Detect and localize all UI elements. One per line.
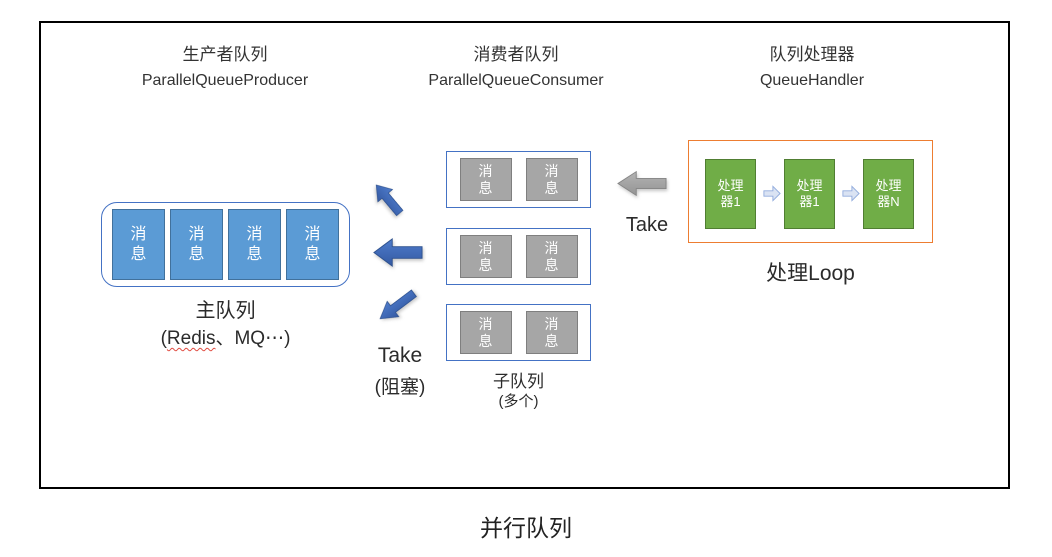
diagram-title: 并行队列 bbox=[480, 515, 572, 541]
flow-arrow-icon bbox=[763, 185, 781, 202]
sub-queue-message-box: 消息 bbox=[525, 158, 578, 201]
sub-queue-message-box: 消息 bbox=[459, 311, 512, 354]
message-label: 消息 bbox=[188, 225, 205, 263]
flow-arrow-icon bbox=[842, 185, 860, 202]
sub-queue-label: 子队列 bbox=[493, 372, 544, 391]
sublabel-open-paren: ( bbox=[160, 328, 167, 349]
sub-queue-sublabel: (多个) bbox=[498, 393, 539, 410]
message-label: 消息 bbox=[246, 225, 263, 263]
main-queue-label: 主队列 bbox=[195, 300, 256, 322]
processor-label: 处理器1 bbox=[796, 178, 823, 209]
sub-queue-message-box: 消息 bbox=[525, 311, 578, 354]
main-queue-message-box: 消息 bbox=[228, 209, 281, 280]
header-consumer-queue: 消费者队列 ParallelQueueConsumer bbox=[366, 44, 666, 91]
message-label: 消息 bbox=[544, 239, 559, 273]
header-handler-en: QueueHandler bbox=[759, 72, 865, 89]
message-label: 消息 bbox=[478, 162, 493, 196]
sub-queue-row: 消息 消息 bbox=[446, 304, 591, 361]
sub-queue-message-box: 消息 bbox=[525, 235, 578, 278]
sublabel-rest: 、MQ⋯) bbox=[215, 328, 291, 349]
sub-queue-message-box: 消息 bbox=[459, 235, 512, 278]
processor-box: 处理器N bbox=[863, 159, 914, 229]
left-arrow-icon bbox=[373, 284, 421, 328]
take-label: Take bbox=[625, 214, 669, 236]
main-queue-message-box: 消息 bbox=[170, 209, 223, 280]
header-handler-zh: 队列处理器 bbox=[769, 45, 855, 64]
left-arrow-icon bbox=[367, 177, 408, 220]
message-label: 消息 bbox=[130, 225, 147, 263]
redis-word: Redis bbox=[166, 328, 216, 349]
main-queue-message-box: 消息 bbox=[112, 209, 165, 280]
message-label: 消息 bbox=[544, 162, 559, 196]
header-queue-handler: 队列处理器 QueueHandler bbox=[662, 44, 962, 91]
sub-queue-row: 消息 消息 bbox=[446, 228, 591, 285]
header-producer-queue: 生产者队列 ParallelQueueProducer bbox=[75, 44, 375, 91]
main-queue-message-box: 消息 bbox=[286, 209, 339, 280]
main-queue-sublabel: (Redis、MQ⋯) bbox=[101, 323, 350, 350]
sub-queue-row: 消息 消息 bbox=[446, 151, 591, 208]
processor-label: 处理器N bbox=[875, 178, 902, 209]
processor-box: 处理器1 bbox=[784, 159, 835, 229]
header-producer-zh: 生产者队列 bbox=[182, 45, 268, 64]
header-producer-en: ParallelQueueProducer bbox=[141, 72, 309, 89]
sub-queue-message-box: 消息 bbox=[459, 158, 512, 201]
queue-handler-container: 处理器1 处理器1 处理器N bbox=[688, 140, 933, 243]
message-label: 消息 bbox=[544, 315, 559, 349]
message-label: 消息 bbox=[478, 315, 493, 349]
message-label: 消息 bbox=[478, 239, 493, 273]
processor-label: 处理器1 bbox=[717, 178, 744, 209]
header-consumer-zh: 消费者队列 bbox=[473, 45, 559, 64]
processor-box: 处理器1 bbox=[705, 159, 756, 229]
left-arrow-icon bbox=[373, 237, 423, 268]
take-blocking-label-line1: Take bbox=[377, 344, 423, 367]
main-queue-container: 消息 消息 消息 消息 bbox=[101, 202, 350, 287]
take-arrow-icon bbox=[617, 170, 667, 197]
take-blocking-label-line2: (阻塞) bbox=[374, 377, 426, 398]
handler-loop-label: 处理Loop bbox=[766, 262, 855, 285]
header-consumer-en: ParallelQueueConsumer bbox=[428, 72, 604, 89]
message-label: 消息 bbox=[304, 225, 321, 263]
